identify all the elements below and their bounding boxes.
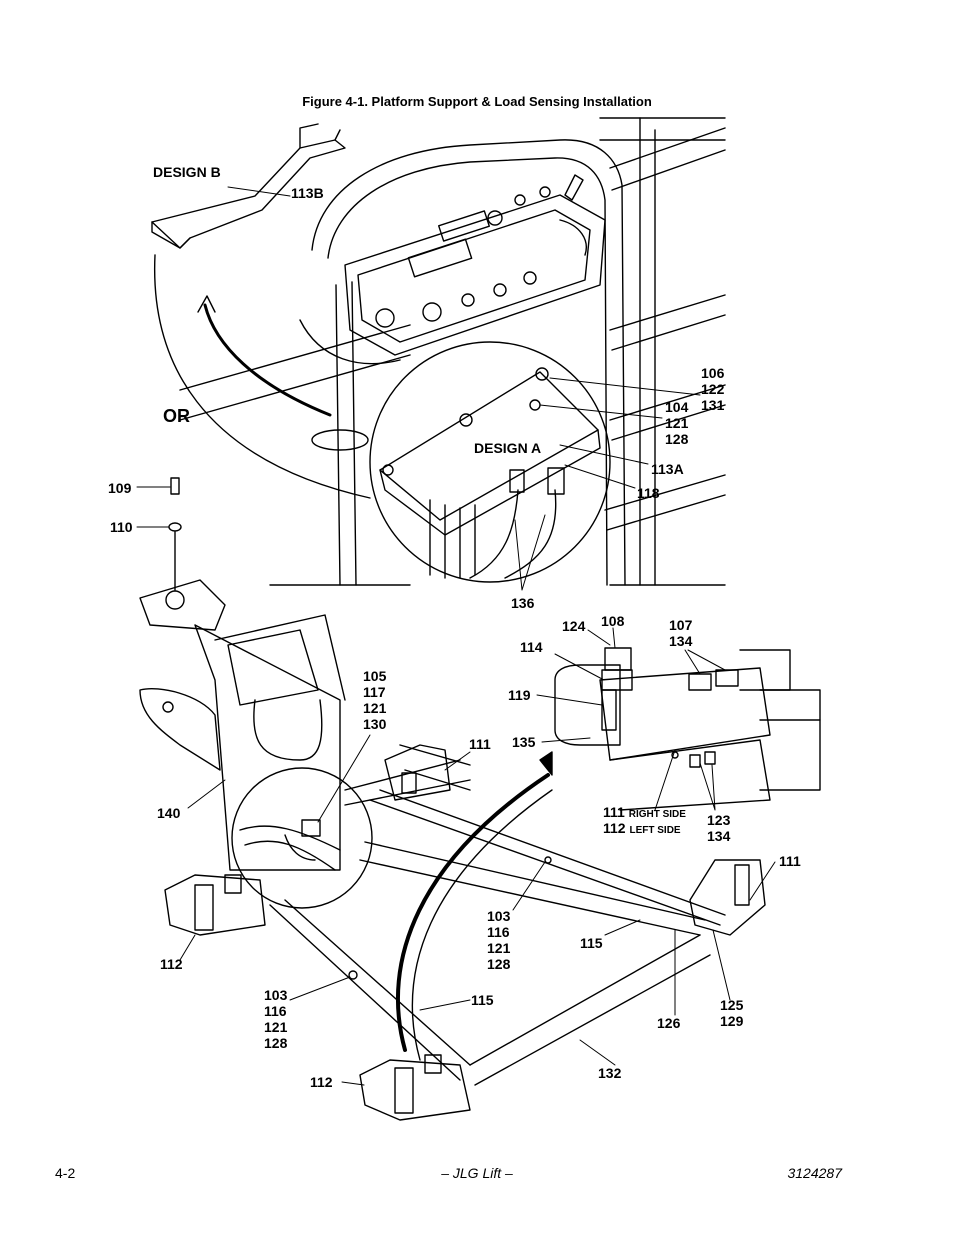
control-console-drawing [299, 174, 606, 451]
label-113b: 113B [291, 185, 324, 201]
load-sensing-inset [554, 647, 821, 811]
fastener-109-110 [168, 477, 182, 591]
platform-rails-drawing [179, 117, 726, 586]
cable-clamp-detail-circle [231, 767, 373, 909]
document-number: 3124287 [787, 1165, 842, 1181]
design-b-bracket [151, 123, 346, 249]
label-125-129: 125 129 [720, 997, 744, 1029]
inset-arrow [396, 751, 553, 1061]
label-136: 136 [511, 595, 535, 611]
label-126: 126 [657, 1015, 681, 1031]
label-right-side: RIGHT SIDE [628, 809, 686, 820]
label-115-left: 115 [471, 992, 494, 1008]
label-111-right: 111 [779, 853, 801, 869]
label-114: 114 [520, 639, 543, 655]
label-110: 110 [110, 519, 133, 535]
label-140: 140 [157, 805, 181, 821]
label-108: 108 [601, 613, 625, 629]
label-124: 124 [562, 618, 586, 634]
label-104-121-128: 104 121 128 [665, 399, 689, 447]
label-103-116-121-128-center: 103 116 121 128 [487, 908, 511, 972]
corner-mounts [164, 744, 766, 1121]
label-left-side: LEFT SIDE [629, 825, 681, 836]
label-105-117-121-130: 105 117 121 130 [363, 668, 387, 732]
label-111-side-num: 111 [603, 804, 625, 820]
support-bracket-140 [139, 579, 346, 871]
design-a-detail-circle [369, 341, 611, 583]
swap-arrow [197, 295, 332, 417]
label-109: 109 [108, 480, 132, 496]
label-103-116-121-128-left: 103 116 121 128 [264, 987, 288, 1051]
label-118: 118 [637, 485, 660, 501]
label-112-bottom: 112 [310, 1074, 333, 1090]
label-design-b: DESIGN B [153, 164, 221, 180]
label-112-side-num: 112 [603, 820, 626, 836]
leader-lines [136, 186, 776, 1086]
label-123-134: 123 134 [707, 812, 731, 844]
label-design-a: DESIGN A [474, 440, 542, 456]
label-132: 132 [598, 1065, 622, 1081]
figure-caption: Figure 4-1. Platform Support & Load Sens… [302, 94, 652, 109]
label-113a: 113A [651, 461, 684, 477]
label-106-122-131: 106 122 131 [701, 365, 725, 413]
label-111-side: 111 RIGHT SIDE [603, 804, 686, 823]
label-111-top: 111 [469, 736, 491, 752]
label-135: 135 [512, 734, 536, 750]
label-or: OR [163, 406, 190, 426]
design-b-sweep-line [153, 254, 371, 499]
label-119: 119 [508, 687, 531, 703]
label-112-left: 112 [160, 956, 183, 972]
label-107-134: 107 134 [669, 617, 693, 649]
footer-brand: – JLG Lift – [441, 1165, 513, 1181]
label-115-center: 115 [580, 935, 603, 951]
label-112-side: 112 LEFT SIDE [603, 820, 681, 839]
page-number: 4-2 [55, 1165, 76, 1181]
